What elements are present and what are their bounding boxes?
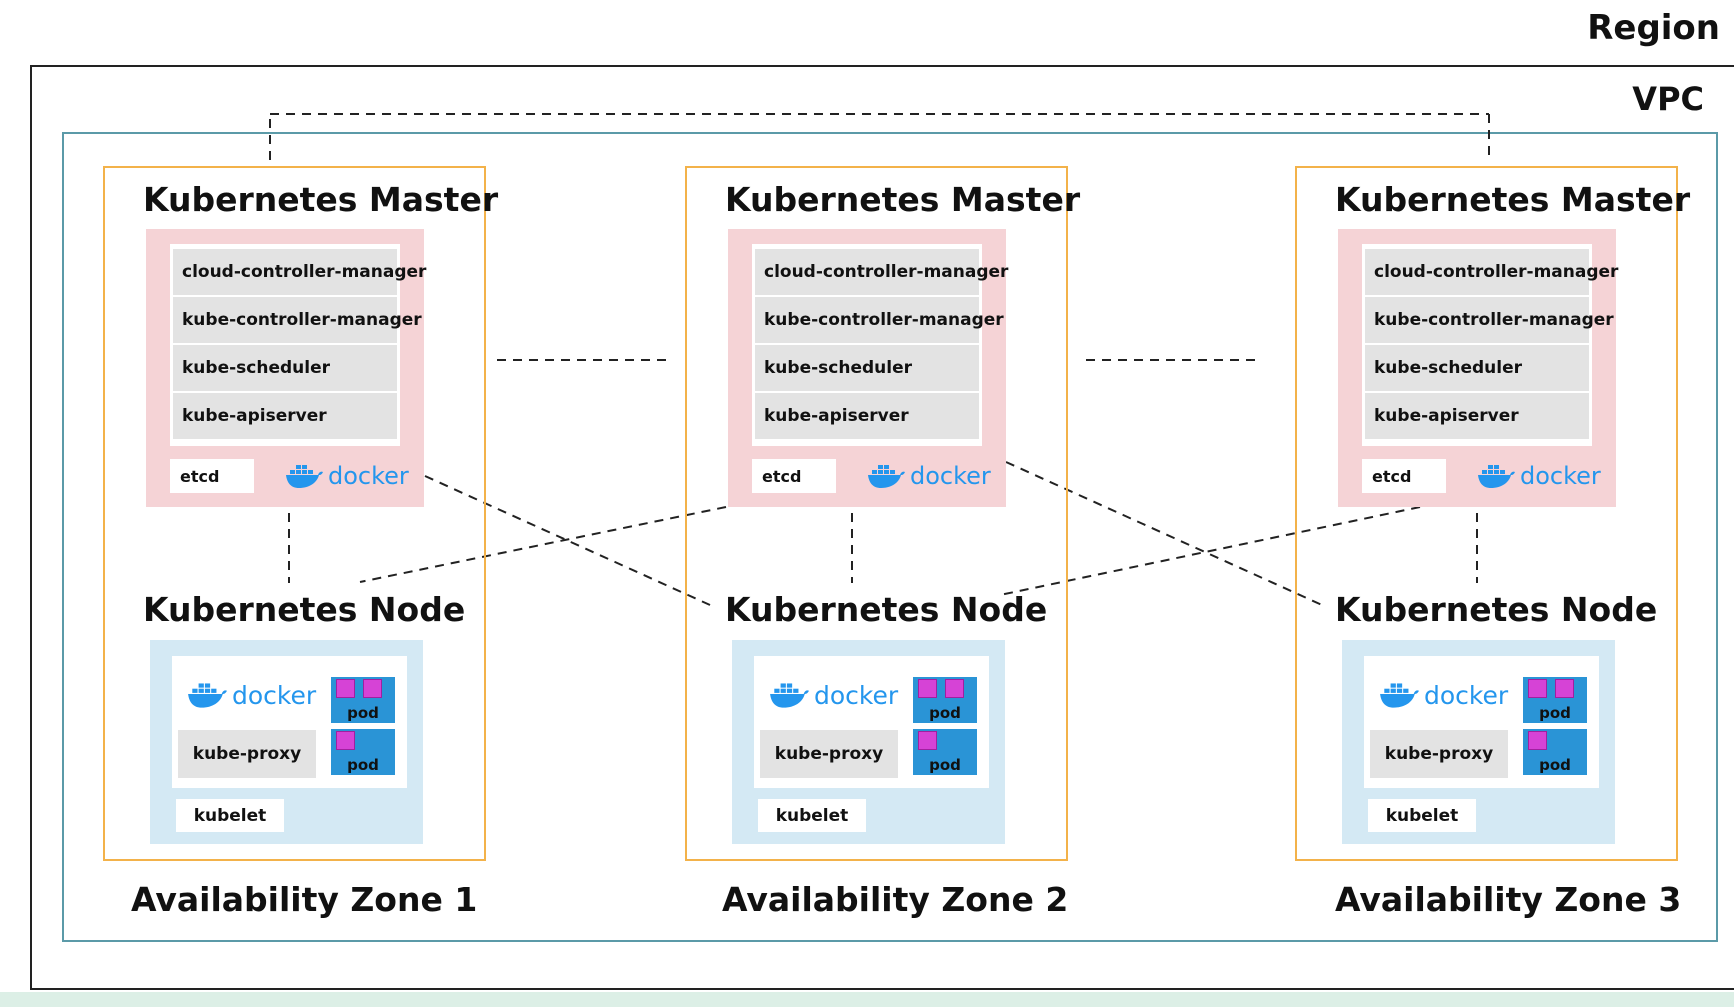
- node-panel-1: docker pod pod kube-proxy kubelet: [150, 640, 423, 844]
- master-panel-2: cloud-controller-manager kube-controller…: [728, 229, 1008, 507]
- node-panel-2: docker pod pod kube-proxy kubelet: [732, 640, 1005, 844]
- container-icon: [945, 679, 964, 698]
- zone-label-2: Availability Zone 2: [722, 880, 1069, 919]
- availability-zone-2: [685, 166, 1068, 861]
- pod-label: pod: [347, 704, 379, 722]
- node-runtime-box: docker pod pod kube-proxy: [172, 656, 407, 788]
- component-kube-scheduler: kube-scheduler: [173, 345, 397, 391]
- node-runtime-box: docker pod pod kube-proxy: [1364, 656, 1599, 788]
- region-label: Region: [1587, 8, 1720, 48]
- docker-whale-icon: [1478, 465, 1515, 488]
- container-icon: [363, 679, 382, 698]
- node-panel-3: docker pod pod kube-proxy kubelet: [1342, 640, 1615, 844]
- cross-link-m2-n3: [1005, 461, 1323, 606]
- kubelet-box: kubelet: [1368, 799, 1476, 832]
- region-boundary: [30, 65, 1734, 990]
- etcd-box: etcd: [1362, 459, 1446, 493]
- pod: pod: [913, 677, 977, 723]
- pod: pod: [331, 677, 395, 723]
- docker-logo: docker: [866, 459, 991, 493]
- container-icon: [1528, 731, 1547, 750]
- docker-whale-icon: [868, 465, 905, 488]
- component-kube-controller-manager: kube-controller-manager: [755, 297, 1004, 343]
- master-panel-3: cloud-controller-manager kube-controller…: [1338, 229, 1618, 507]
- node-title-2: Kubernetes Node: [725, 590, 1048, 629]
- cross-link-m3-n2: [999, 506, 1421, 596]
- docker-whale-icon: [1380, 683, 1419, 708]
- availability-zone-3: [1295, 166, 1678, 861]
- docker-wordmark: docker: [1424, 680, 1509, 710]
- container-icon: [1555, 679, 1574, 698]
- zone-label-3: Availability Zone 3: [1335, 880, 1682, 919]
- pod-label: pod: [1539, 756, 1571, 774]
- container-icon: [918, 731, 937, 750]
- component-kube-apiserver: kube-apiserver: [173, 393, 397, 439]
- pod: pod: [1523, 729, 1587, 775]
- zone-label-1: Availability Zone 1: [131, 880, 478, 919]
- docker-wordmark: docker: [328, 462, 409, 490]
- component-kube-scheduler: kube-scheduler: [1365, 345, 1589, 391]
- master-title-2: Kubernetes Master: [725, 180, 1081, 219]
- control-plane-components-2: cloud-controller-manager kube-controller…: [752, 244, 1008, 446]
- docker-whale-icon: [188, 683, 227, 708]
- vpc-label: VPC: [1632, 80, 1704, 118]
- etcd-box: etcd: [170, 459, 254, 493]
- master-panel-1: cloud-controller-manager kube-controller…: [146, 229, 426, 507]
- bottom-band: [0, 992, 1734, 1007]
- docker-logo: docker: [1476, 459, 1601, 493]
- docker-logo: docker: [768, 677, 898, 713]
- component-cloud-controller-manager: cloud-controller-manager: [755, 249, 1008, 295]
- master-title-1: Kubernetes Master: [143, 180, 499, 219]
- cross-link-m2-n1: [359, 506, 727, 583]
- docker-logo: docker: [186, 677, 316, 713]
- container-icon: [336, 731, 355, 750]
- node-title-3: Kubernetes Node: [1335, 590, 1658, 629]
- kube-proxy-box: kube-proxy: [178, 730, 316, 778]
- component-kube-controller-manager: kube-controller-manager: [173, 297, 422, 343]
- kubelet-box: kubelet: [758, 799, 866, 832]
- component-kube-scheduler: kube-scheduler: [755, 345, 979, 391]
- container-icon: [336, 679, 355, 698]
- docker-wordmark: docker: [814, 680, 899, 710]
- component-cloud-controller-manager: cloud-controller-manager: [1365, 249, 1618, 295]
- component-kube-controller-manager: kube-controller-manager: [1365, 297, 1614, 343]
- docker-wordmark: docker: [1520, 462, 1601, 490]
- pod: pod: [1523, 677, 1587, 723]
- availability-zone-1: [103, 166, 486, 861]
- pod-label: pod: [347, 756, 379, 774]
- docker-whale-icon: [770, 683, 809, 708]
- component-kube-apiserver: kube-apiserver: [755, 393, 979, 439]
- pod-label: pod: [929, 756, 961, 774]
- pod-label: pod: [1539, 704, 1571, 722]
- docker-wordmark: docker: [232, 680, 317, 710]
- kubelet-box: kubelet: [176, 799, 284, 832]
- component-kube-apiserver: kube-apiserver: [1365, 393, 1589, 439]
- docker-logo: docker: [1378, 677, 1508, 713]
- container-icon: [1528, 679, 1547, 698]
- container-icon: [918, 679, 937, 698]
- kube-proxy-box: kube-proxy: [760, 730, 898, 778]
- control-plane-components-3: cloud-controller-manager kube-controller…: [1362, 244, 1618, 446]
- cross-link-m1-n2: [424, 475, 711, 606]
- etcd-box: etcd: [752, 459, 836, 493]
- node-title-1: Kubernetes Node: [143, 590, 466, 629]
- docker-whale-icon: [286, 465, 323, 488]
- master-title-3: Kubernetes Master: [1335, 180, 1691, 219]
- docker-wordmark: docker: [910, 462, 991, 490]
- control-plane-components-1: cloud-controller-manager kube-controller…: [170, 244, 426, 446]
- component-cloud-controller-manager: cloud-controller-manager: [173, 249, 426, 295]
- vpc-boundary: [62, 132, 1718, 942]
- node-runtime-box: docker pod pod kube-proxy: [754, 656, 989, 788]
- pod-label: pod: [929, 704, 961, 722]
- kube-proxy-box: kube-proxy: [1370, 730, 1508, 778]
- pod: pod: [913, 729, 977, 775]
- docker-logo: docker: [284, 459, 409, 493]
- pod: pod: [331, 729, 395, 775]
